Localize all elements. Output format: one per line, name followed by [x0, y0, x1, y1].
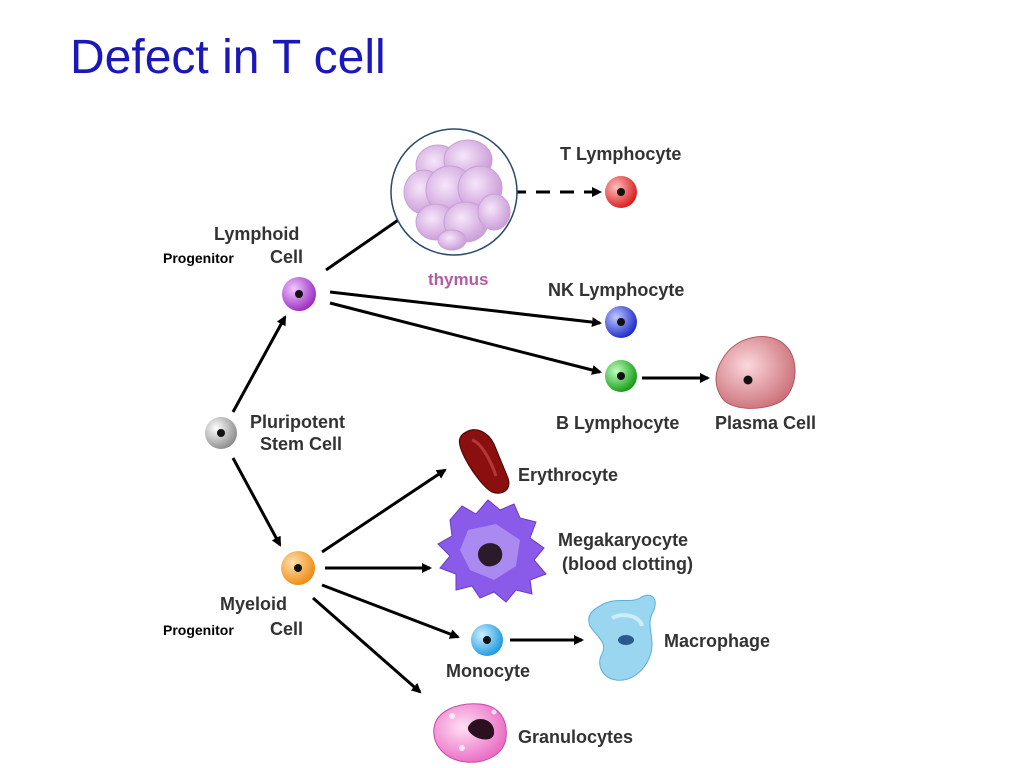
- megakaryocyte-label-line2: (blood clotting): [562, 554, 693, 574]
- lymphoid-label-line1: Lymphoid: [214, 224, 299, 244]
- t-lymphocyte-cell: [605, 176, 637, 208]
- lymphoid-progenitor-label: Progenitor: [163, 250, 234, 266]
- nk-lymphocyte-cell: [605, 306, 637, 338]
- arrow-lymphoid-to-nk: [329, 290, 602, 328]
- arrow-myeloid-to-erythrocyte: [321, 468, 447, 554]
- arrow-lymphoid-to-b: [329, 301, 602, 375]
- granulocytes-label: Granulocytes: [518, 727, 633, 747]
- t-lymphocyte-label: T Lymphocyte: [560, 144, 681, 164]
- arrows: [231, 187, 710, 694]
- thymus-organ: [390, 128, 518, 256]
- megakaryocyte-cell: [437, 499, 547, 603]
- slide-title: Defect in T cell: [70, 31, 386, 84]
- megakaryocyte-label-line1: Megakaryocyte: [558, 530, 688, 550]
- monocyte-label: Monocyte: [446, 661, 530, 681]
- myeloid-label-line1: Myeloid: [220, 594, 287, 614]
- granulocyte-cell: [433, 703, 507, 763]
- macrophage-cell: [588, 594, 656, 681]
- myeloid-label-line2: Cell: [270, 619, 303, 639]
- lymphoid-progenitor-cell: [282, 277, 316, 311]
- thymus-label: thymus: [428, 270, 488, 289]
- arrow-myeloid-to-monocyte: [321, 583, 460, 639]
- b-lymphocyte-cell: [605, 360, 637, 392]
- erythrocyte-label: Erythrocyte: [518, 465, 618, 485]
- lymphoid-label-line2: Cell: [270, 247, 303, 267]
- plasma-cell-label: Plasma Cell: [715, 413, 816, 433]
- arrow-stem-to-myeloid: [231, 457, 282, 547]
- b-lymphocyte-label: B Lymphocyte: [556, 413, 679, 433]
- arrow-stem-to-lymphoid: [231, 315, 287, 413]
- monocyte-cell: [471, 624, 503, 656]
- pluripotent-label-line2: Stem Cell: [260, 434, 342, 454]
- myeloid-progenitor-label: Progenitor: [163, 622, 234, 638]
- nk-lymphocyte-label: NK Lymphocyte: [548, 280, 684, 300]
- erythrocyte-cell: [458, 429, 510, 494]
- plasma-cell: [715, 336, 796, 409]
- stem-cell: [205, 417, 237, 449]
- macrophage-label: Macrophage: [664, 631, 770, 651]
- myeloid-progenitor-cell: [281, 551, 315, 585]
- pluripotent-label-line1: Pluripotent: [250, 412, 345, 432]
- arrow-myeloid-to-granulocytes: [312, 596, 422, 694]
